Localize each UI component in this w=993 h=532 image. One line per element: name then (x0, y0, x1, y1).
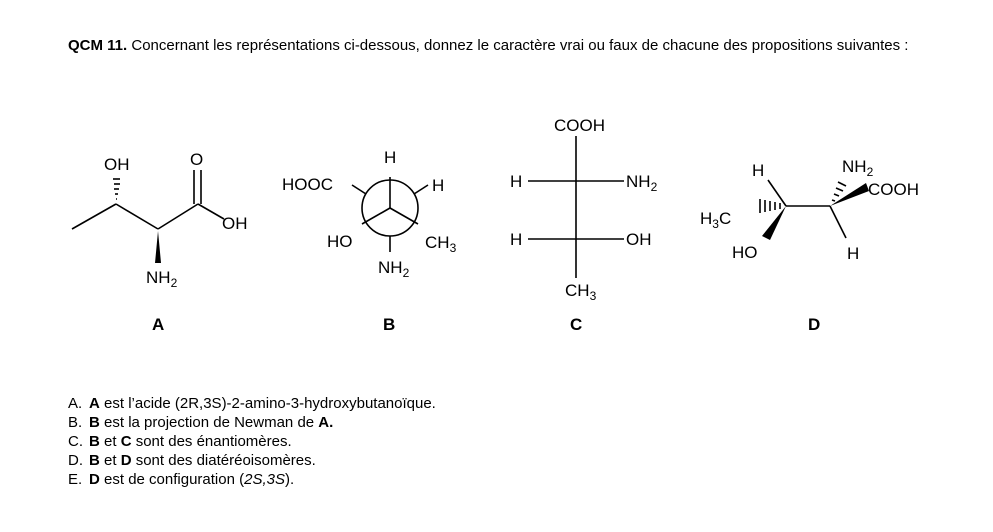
label-nh2: NH2 (146, 268, 178, 290)
proposition-config: 2S,3S (244, 471, 285, 488)
propositions-list: A.A est l’acide (2R,3S)-2-amino-3-hydrox… (68, 394, 436, 489)
bond (829, 205, 847, 239)
proposition-subject: D (89, 471, 100, 488)
label-nh2: NH2 (626, 172, 658, 194)
hashed-bond (831, 181, 847, 202)
label-h1: H (752, 161, 764, 180)
label-ho: HO (327, 232, 353, 251)
proposition-object: A (318, 414, 330, 431)
proposition-end: sont des diatéréoisomères. (131, 452, 316, 469)
structure-c: COOH H NH2 H OH CH3 C (510, 116, 658, 334)
label-ch3: CH3 (565, 281, 597, 303)
label-nh2: NH2 (378, 258, 410, 280)
figure-label-b: B (383, 315, 395, 334)
label-oh2: OH (222, 214, 248, 233)
structure-a: OH O OH NH2 A (71, 150, 248, 334)
bond (767, 179, 787, 207)
proposition-object: D (120, 452, 132, 469)
proposition-letter: A. (68, 395, 83, 412)
proposition-d: D. B et D sont des diatéréoisomères. (68, 451, 436, 470)
proposition-letter: B. (68, 414, 83, 431)
label-ho: HO (732, 243, 758, 262)
label-h-top: H (384, 148, 396, 167)
proposition-letter: C. (68, 433, 83, 450)
proposition-end: . (329, 414, 334, 431)
label-h3c: H3C (700, 209, 731, 231)
figure-label-c: C (570, 315, 582, 334)
label-ch3: CH3 (425, 233, 457, 255)
structure-b: H HOOC H HO CH3 NH2 B (282, 148, 457, 334)
figure-label-d: D (808, 315, 820, 334)
proposition-e: E. D est de configuration (2S,3S). (68, 470, 436, 489)
bond (351, 184, 367, 195)
label-h2: H (510, 230, 522, 249)
label-cooh: COOH (554, 116, 605, 135)
proposition-c: C. B et C sont des énantiomères. (68, 432, 436, 451)
label-oh: OH (104, 155, 130, 174)
proposition-end: ). (284, 471, 295, 488)
proposition-subject: B (89, 452, 100, 469)
proposition-text: et (99, 452, 121, 469)
hashed-bond (759, 199, 781, 213)
proposition-subject: B (89, 414, 100, 431)
question-text: Concernant les représentations ci-dessou… (131, 37, 909, 54)
figure-label-a: A (152, 315, 164, 334)
proposition-text: est de configuration ( (99, 471, 245, 488)
wedge-bond (830, 183, 869, 206)
question-number: QCM 11. (68, 37, 128, 54)
label-hooc: HOOC (282, 175, 333, 194)
bond (361, 207, 391, 225)
proposition-end: sont des énantiomères. (131, 433, 292, 450)
hashed-bond (113, 178, 120, 200)
structure-d: H NH2 COOH H3C HO H D (700, 157, 919, 334)
proposition-b: B. B est la projection de Newman de A. (68, 413, 436, 432)
wedge-bond (155, 231, 161, 263)
bond (115, 203, 159, 230)
label-nh2: NH2 (842, 157, 874, 179)
label-h-right: H (432, 176, 444, 195)
bond (71, 203, 117, 230)
proposition-letter: E. (68, 471, 83, 488)
proposition-text: est l’acide (2R,3S)-2-amino-3-hydroxybut… (99, 395, 436, 412)
proposition-subject: A (89, 395, 100, 412)
label-cooh: COOH (868, 180, 919, 199)
question-statement: QCM 11. Concernant les représentations c… (68, 36, 928, 55)
label-h1: H (510, 172, 522, 191)
proposition-text: et (99, 433, 121, 450)
proposition-letter: D. (68, 452, 83, 469)
bond (157, 203, 199, 230)
proposition-text: est la projection de Newman de (99, 414, 319, 431)
label-o: O (190, 150, 203, 169)
label-h2: H (847, 244, 859, 263)
bond (197, 203, 225, 220)
proposition-subject: B (89, 433, 100, 450)
wedge-bond (762, 206, 786, 240)
proposition-object: C (120, 433, 132, 450)
label-oh: OH (626, 230, 652, 249)
proposition-a: A. A est l’acide (2R,3S)-2-amino-3-hydrox… (68, 394, 436, 413)
bond (389, 207, 419, 225)
bond (413, 184, 429, 195)
